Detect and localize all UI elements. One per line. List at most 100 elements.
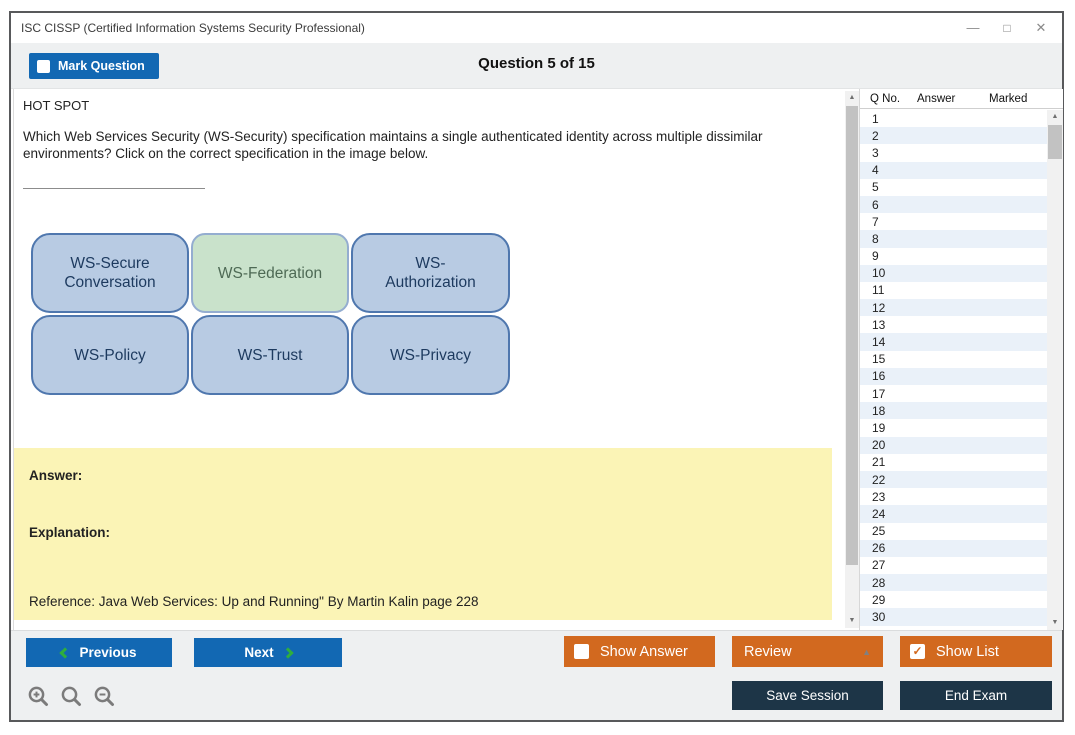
- question-list-row[interactable]: 21: [872, 455, 886, 470]
- column-header-marked: Marked: [989, 92, 1028, 105]
- question-list-row[interactable]: 25: [872, 524, 886, 539]
- question-text: Which Web Services Security (WS-Security…: [23, 129, 763, 161]
- scrollbar-thumb[interactable]: [1048, 125, 1062, 159]
- question-list-row[interactable]: 24: [860, 505, 1047, 523]
- answer-label: Answer:: [29, 468, 83, 483]
- question-counter: Question 5 of 15: [478, 55, 595, 72]
- question-list-scrollbar[interactable]: ▲ ▼: [1047, 110, 1063, 630]
- show-answer-button[interactable]: Show Answer: [564, 636, 715, 667]
- zoom-toolbar: [27, 685, 117, 709]
- diagram-box-label: WS-Federation: [217, 264, 323, 282]
- diagram-box-ws-trust[interactable]: WS-Trust: [191, 315, 349, 395]
- chevron-left-icon: [59, 646, 72, 659]
- end-exam-label: End Exam: [944, 688, 1008, 703]
- scrollbar-thumb[interactable]: [846, 106, 858, 565]
- question-list-row[interactable]: 22: [860, 470, 1047, 489]
- question-list-row[interactable]: 4: [860, 161, 1047, 179]
- diagram-box-ws-policy[interactable]: WS-Policy: [31, 315, 189, 395]
- question-list-row[interactable]: 3: [872, 145, 879, 160]
- answer-panel: Answer: Explanation: Reference: Java Web…: [14, 448, 832, 620]
- column-header-qno: Q No.: [870, 92, 901, 105]
- scroll-up-icon[interactable]: ▲: [848, 94, 856, 101]
- app-window: ISC CISSP (Certified Information Systems…: [9, 11, 1064, 722]
- scroll-down-icon[interactable]: ▼: [848, 617, 856, 624]
- review-dropdown-button[interactable]: Review ▲: [732, 636, 883, 667]
- question-list-row[interactable]: 7: [872, 214, 879, 229]
- chevron-right-icon: [281, 646, 294, 659]
- question-list-row[interactable]: 2: [860, 127, 1047, 145]
- window-title: ISC CISSP (Certified Information Systems…: [21, 21, 365, 35]
- checkbox-unchecked-icon: [574, 644, 589, 659]
- question-list-row[interactable]: 12: [860, 299, 1047, 317]
- diagram-box-label: WS-Policy: [74, 346, 146, 364]
- column-header-answer: Answer: [917, 92, 956, 105]
- question-list-row[interactable]: 9: [872, 249, 879, 264]
- question-list-row[interactable]: 14: [860, 333, 1047, 351]
- question-list-row[interactable]: 1: [872, 111, 879, 126]
- question-list-row[interactable]: 28: [860, 574, 1047, 592]
- question-list-row[interactable]: 20: [860, 436, 1047, 454]
- question-panel: HOT SPOT Which Web Services Security (WS…: [13, 89, 844, 630]
- question-list-row[interactable]: 23: [872, 489, 886, 504]
- maximize-button[interactable]: □: [1003, 21, 1011, 35]
- title-bar: ISC CISSP (Certified Information Systems…: [11, 13, 1062, 43]
- reference-text: Reference: Java Web Services: Up and Run…: [29, 594, 479, 609]
- question-list-row[interactable]: 5: [872, 180, 879, 195]
- zoom-in-icon[interactable]: [27, 685, 51, 709]
- question-list-row[interactable]: 19: [872, 420, 886, 435]
- question-list-row[interactable]: 18: [860, 402, 1047, 420]
- next-label: Next: [244, 645, 274, 660]
- save-session-button[interactable]: Save Session: [732, 681, 883, 710]
- zoom-reset-icon[interactable]: [60, 685, 84, 709]
- diagram-box-label: WS-Trust: [237, 346, 303, 364]
- show-list-button[interactable]: ✓ Show List: [900, 636, 1052, 667]
- window-controls: — □ ✕: [956, 14, 1058, 42]
- diagram-box-ws-privacy[interactable]: WS-Privacy: [351, 315, 510, 395]
- dropdown-up-icon: ▲: [862, 646, 871, 657]
- scroll-up-icon[interactable]: ▲: [1051, 113, 1059, 120]
- minimize-button[interactable]: —: [966, 20, 980, 35]
- previous-button[interactable]: Previous: [26, 638, 172, 667]
- content-area: HOT SPOT Which Web Services Security (WS…: [11, 89, 1063, 630]
- footer-bar: Previous Next: [11, 630, 1062, 720]
- question-list-row[interactable]: 29: [872, 592, 886, 607]
- next-button[interactable]: Next: [194, 638, 342, 667]
- divider-line: [23, 188, 205, 189]
- diagram-box-label: WS-Secure Conversation: [64, 255, 156, 291]
- scroll-down-icon[interactable]: ▼: [1051, 619, 1059, 626]
- explanation-label: Explanation:: [29, 525, 111, 540]
- diagram-box-ws-authorization[interactable]: WS-Authorization: [351, 233, 510, 313]
- question-list-row[interactable]: 13: [872, 317, 886, 332]
- zoom-out-icon[interactable]: [93, 685, 117, 709]
- diagram-box-ws-secure-conversation[interactable]: WS-Secure Conversation: [31, 233, 189, 313]
- diagram-box-label: WS-Authorization: [385, 255, 476, 291]
- checkbox-unchecked-icon: [37, 59, 50, 73]
- question-list-row[interactable]: 8: [860, 230, 1047, 248]
- review-label: Review: [744, 643, 792, 660]
- question-list-row[interactable]: 27: [872, 558, 886, 573]
- question-list-row[interactable]: 16: [860, 367, 1047, 385]
- close-button[interactable]: ✕: [1035, 20, 1047, 35]
- save-session-label: Save Session: [766, 688, 849, 703]
- show-answer-label: Show Answer: [600, 643, 688, 660]
- question-list-row[interactable]: 10: [860, 264, 1047, 282]
- question-list-row[interactable]: 6: [860, 195, 1047, 214]
- header-bar: Mark Question Question 5 of 15: [11, 43, 1062, 89]
- diagram-box-label: WS-Privacy: [390, 346, 471, 364]
- question-list-row[interactable]: 30: [860, 608, 1047, 626]
- show-list-label: Show List: [936, 643, 999, 660]
- question-list-row[interactable]: 17: [872, 386, 886, 401]
- question-list-row[interactable]: 26: [860, 539, 1047, 557]
- checkbox-checked-icon: ✓: [910, 644, 925, 659]
- question-scrollbar[interactable]: ▲ ▼: [845, 91, 859, 628]
- question-list-row[interactable]: 11: [872, 283, 885, 298]
- ws-specification-diagram: WS-Secure Conversation WS-Federation WS-…: [31, 233, 512, 395]
- end-exam-button[interactable]: End Exam: [900, 681, 1052, 710]
- previous-label: Previous: [79, 645, 137, 660]
- mark-question-button[interactable]: Mark Question: [29, 53, 159, 79]
- question-list-row[interactable]: 15: [872, 352, 886, 367]
- diagram-box-ws-federation[interactable]: WS-Federation: [191, 233, 349, 313]
